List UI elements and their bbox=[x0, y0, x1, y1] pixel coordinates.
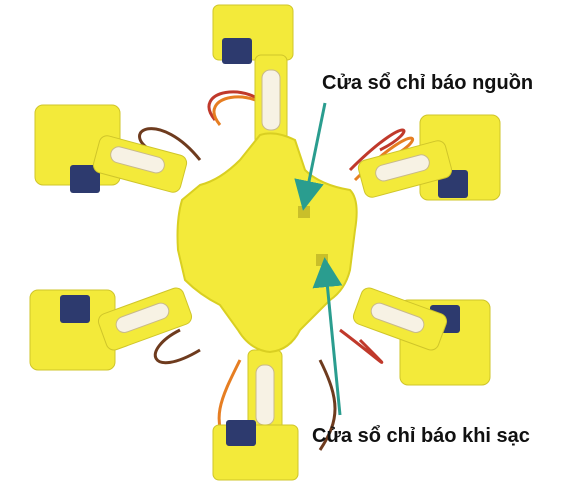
power-callout-arrow bbox=[294, 102, 327, 211]
charge-callout-arrow bbox=[312, 257, 343, 416]
leg-top bbox=[212, 4, 294, 146]
charging-indicator-window bbox=[316, 254, 328, 266]
power-indicator-window bbox=[298, 206, 310, 218]
leg-lower-left bbox=[29, 287, 193, 371]
leg-upper-left bbox=[34, 104, 188, 193]
servo-wires bbox=[138, 90, 415, 451]
leg-bottom bbox=[212, 349, 299, 481]
power-indicator-label: Cửa sổ chỉ báo nguồn bbox=[322, 72, 534, 94]
leg-upper-right bbox=[357, 114, 501, 201]
leg-lower-right bbox=[352, 287, 491, 386]
charging-indicator-label: Cửa sổ chỉ báo khi sạc bbox=[312, 425, 530, 447]
